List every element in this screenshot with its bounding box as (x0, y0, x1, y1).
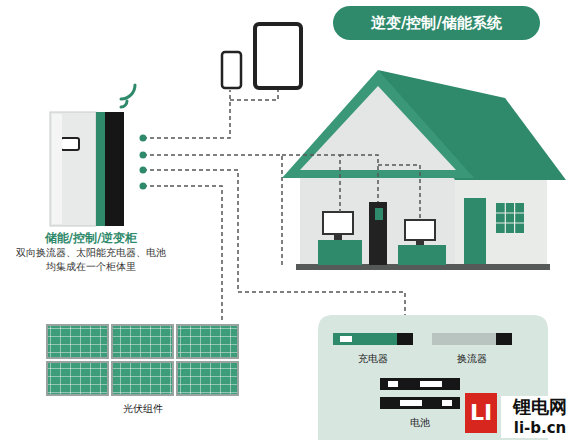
node-heading: 光伏组件 (123, 402, 163, 416)
cabinet-part (52, 114, 62, 224)
mobile-devices-part (222, 52, 241, 88)
wifi-symbol (121, 85, 135, 107)
cabinet (50, 112, 124, 226)
logo-url: li-b.cn (501, 418, 579, 438)
dashed-connector (170, 186, 222, 322)
solar-panels-part (177, 362, 238, 395)
node-body: 双向换流器、太阳能充电器、电池 均集成在一个柜体里 (14, 246, 168, 274)
house-part (323, 212, 353, 234)
equipment-panel-part (380, 397, 460, 409)
wifi-symbol-part (121, 85, 135, 99)
house-part (464, 198, 486, 266)
mobile-devices-part (255, 24, 301, 88)
equipment-panel-part (442, 400, 452, 406)
logo-mark: LI (465, 393, 497, 433)
charger-node: 充电器 (326, 330, 420, 368)
solar-panels-part (112, 325, 173, 358)
house (282, 70, 566, 270)
solar-panels-part (47, 325, 108, 358)
node-heading: 换流器 (457, 352, 487, 366)
house-part (369, 202, 387, 265)
dashed-wires-part (143, 90, 230, 138)
dashed-wires-part (340, 155, 378, 202)
cabinet-part (50, 112, 96, 226)
logo-name: 锂电网 (501, 396, 579, 418)
title-pill: 逆变/控制/储能系统 (333, 6, 540, 40)
dashed-wires (143, 90, 420, 315)
node-heading: 电池 (410, 416, 430, 430)
cabinet-part (61, 138, 79, 150)
house-part (300, 86, 456, 170)
solar-panels-part (47, 362, 108, 395)
battery-node: 电池 (372, 375, 468, 432)
dashed-wires-part (230, 90, 278, 100)
equipment-panel-part (380, 378, 460, 390)
equipment-panel-part (333, 333, 397, 345)
dashed-wires-part (143, 185, 168, 187)
port-dots-part (140, 183, 147, 190)
house-part (416, 240, 424, 245)
house-part (496, 203, 524, 233)
node-heading: 充电器 (358, 352, 388, 366)
port-dots (140, 135, 147, 190)
mobile-devices (222, 24, 301, 88)
house-part (455, 172, 547, 268)
house-part (496, 203, 524, 233)
node-heading: 储能/控制/逆变柜 (45, 230, 138, 246)
dashed-wires-part (378, 165, 420, 220)
house-part (405, 220, 435, 240)
house-part (334, 234, 342, 240)
house-part (375, 208, 383, 220)
house-part (398, 245, 446, 265)
solar-panels-part (177, 325, 238, 358)
equipment-panel-part (420, 381, 442, 387)
port-dots-part (140, 135, 147, 142)
port-dots-part (140, 152, 147, 159)
house-part (318, 240, 362, 265)
equipment-panel-part (496, 333, 512, 345)
solar-panels (47, 325, 238, 395)
solar-node: 光伏组件 (44, 322, 242, 418)
wifi-symbol-part (121, 101, 127, 107)
equipment-panel-part (340, 336, 352, 342)
solar-panels-part (112, 362, 173, 395)
cabinet-part (105, 112, 124, 226)
equipment-panel-part (432, 333, 496, 345)
cabinet-part (96, 112, 105, 226)
house-part (300, 168, 460, 268)
equipment-panel-part (388, 381, 398, 387)
port-dots-part (140, 167, 147, 174)
equipment-panel-part (397, 333, 413, 345)
dashed-wires-part (143, 170, 405, 315)
equipment-panel-part (400, 400, 422, 406)
cabinet-node: 储能/控制/逆变柜双向换流器、太阳能充电器、电池 均集成在一个柜体里 (12, 108, 170, 276)
dashed-wires-part (282, 155, 340, 212)
inverter-node: 换流器 (424, 330, 520, 368)
